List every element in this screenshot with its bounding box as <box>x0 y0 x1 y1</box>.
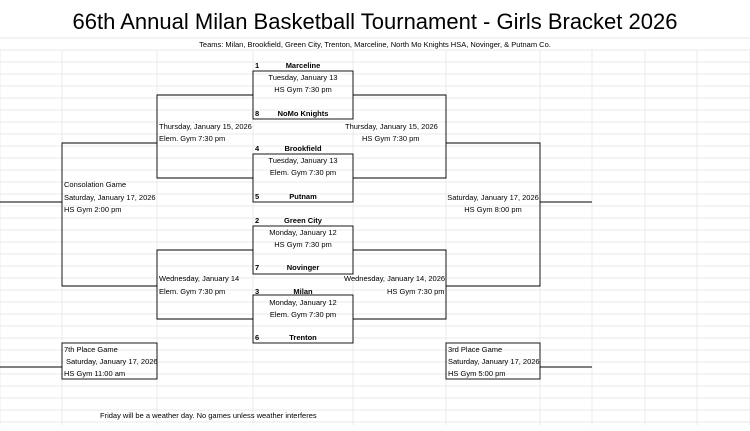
left-upper-date: Thursday, January 15, 2026 <box>159 122 252 131</box>
seventh-place-date: Saturday, January 17, 2026 <box>66 357 158 366</box>
seed-6: 6 <box>255 333 260 342</box>
third-place-label: 3rd Place Game <box>448 345 503 354</box>
game-location: HS Gym 7:30 pm <box>274 240 332 249</box>
seed-7: 7 <box>255 263 260 272</box>
consolation-label: Consolation Game <box>64 180 127 189</box>
left-lower-location: Elem. Gym 7:30 pm <box>159 287 226 296</box>
third-place-box <box>445 342 541 380</box>
seed-8: 8 <box>255 109 260 118</box>
right-semi-upper <box>353 94 447 179</box>
championship-date: Saturday, January 17, 2026 <box>447 193 539 202</box>
consolation-location: HS Gym 2:00 pm <box>64 205 122 214</box>
right-upper-date: Thursday, January 15, 2026 <box>345 122 438 131</box>
bracket-connectors <box>0 70 592 380</box>
consolation-date: Saturday, January 17, 2026 <box>64 193 156 202</box>
game-location: Elem. Gym 7:30 pm <box>269 310 337 319</box>
seed-5: 5 <box>255 192 260 201</box>
left-semi-lower <box>156 249 253 320</box>
seventh-place-box <box>61 342 158 380</box>
team-putnam: Putnam <box>289 192 317 201</box>
game-date: Monday, January 12 <box>269 228 337 237</box>
team-green-city: Green City <box>284 216 322 225</box>
game-location: HS Gym 7:30 pm <box>274 85 332 94</box>
team-brookfield: Brookfield <box>284 144 322 153</box>
game-location: Elem. Gym 7:30 pm <box>269 168 337 177</box>
seventh-place-label: 7th Place Game <box>64 345 118 354</box>
seventh-place-location: HS Gym 11:00 am <box>64 369 126 378</box>
championship-bracket <box>446 142 541 287</box>
team-nomo-knights: NoMo Knights <box>277 109 329 118</box>
championship-location: HS Gym 8:00 pm <box>464 205 522 214</box>
right-upper-location: HS Gym 7:30 pm <box>362 134 420 143</box>
team-trenton: Trenton <box>289 333 317 342</box>
seed-2: 2 <box>255 216 260 225</box>
third-place-location: HS Gym 5:00 pm <box>448 369 506 378</box>
seed-4: 4 <box>255 144 260 153</box>
right-lower-location: HS Gym 7:30 pm <box>387 287 445 296</box>
left-upper-location: Elem. Gym 7:30 pm <box>159 134 226 143</box>
seed-1: 1 <box>255 61 260 70</box>
game-date: Tuesday, January 13 <box>268 156 338 165</box>
team-milan: Milan <box>293 287 313 296</box>
team-novinger: Novinger <box>286 263 320 272</box>
teams-list: Teams: Milan, Brookfield, Green City, Tr… <box>199 40 551 49</box>
third-place-date: Saturday, January 17, 2026 <box>448 357 540 366</box>
team-marceline: Marceline <box>285 61 321 70</box>
seed-3: 3 <box>255 287 260 296</box>
game-date: Tuesday, January 13 <box>268 73 338 82</box>
right-lower-date: Wednesday, January 14, 2026 <box>344 274 446 283</box>
page-title: 66th Annual Milan Basketball Tournament … <box>72 9 678 34</box>
consolation-bracket <box>61 142 157 287</box>
weather-note: Friday will be a weather day. No games u… <box>100 411 317 420</box>
game-date: Monday, January 12 <box>269 298 337 307</box>
left-lower-date: Wednesday, January 14 <box>159 274 240 283</box>
left-semi-upper <box>156 94 253 179</box>
right-semi-lower <box>353 249 447 320</box>
